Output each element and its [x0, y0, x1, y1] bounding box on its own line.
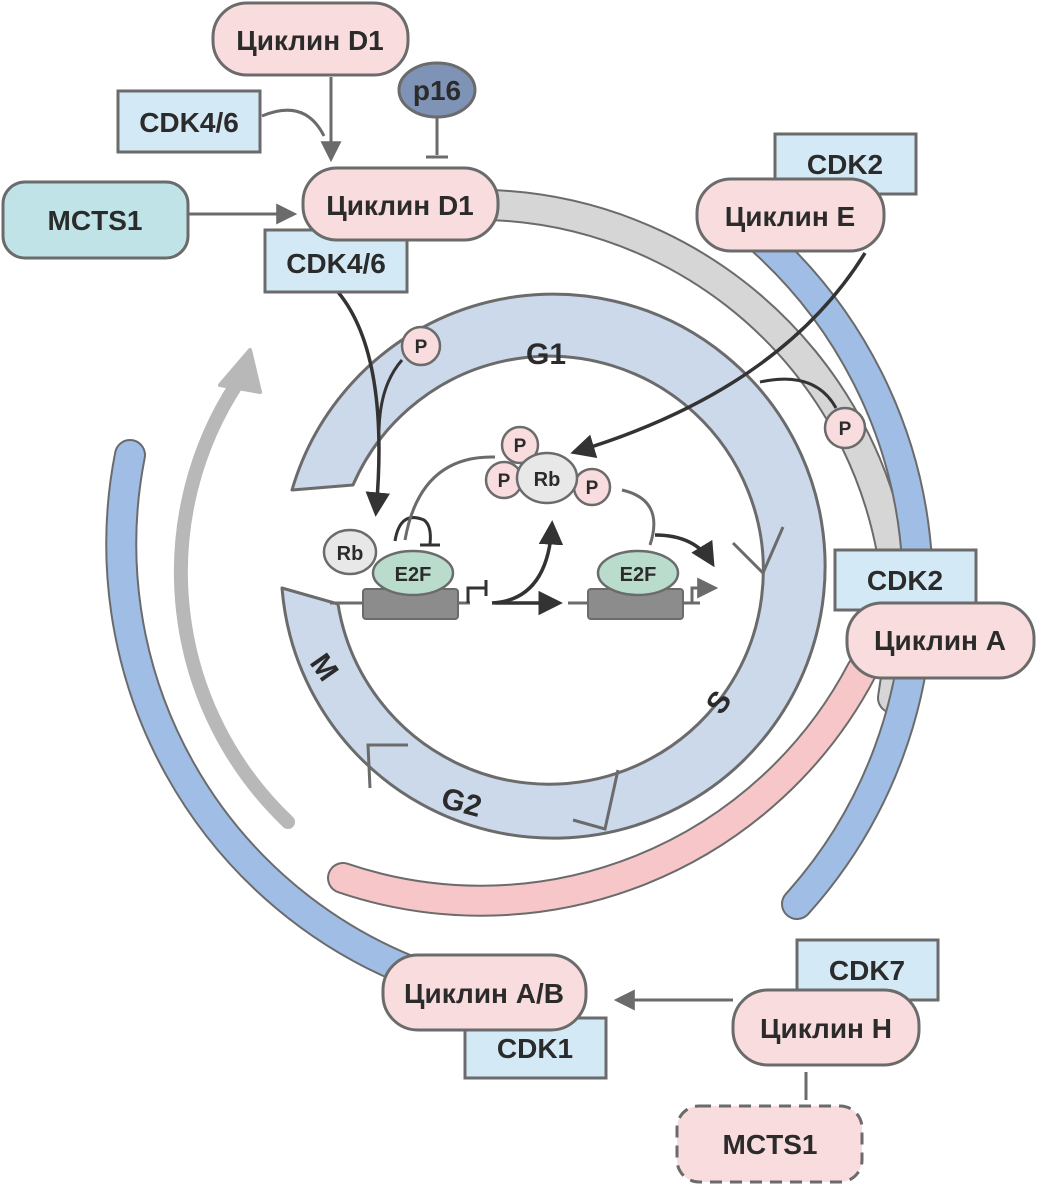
e2f-left [371, 549, 455, 597]
phospho-marker-g1-label: P [415, 337, 428, 358]
mcts1-dashed-box [675, 1104, 864, 1184]
boundary-g2-m [366, 743, 408, 789]
mcts1-dashed-label: MCTS1 [723, 1129, 818, 1160]
cyclin-d1-upstream [211, 1, 410, 77]
cdk1-track-fill [107, 441, 434, 989]
cdk1-label: CDK1 [497, 1033, 573, 1064]
arrow-cdk46-to-rb [336, 290, 390, 517]
phase-ring [280, 292, 827, 840]
e2f-right-label: E2F [620, 564, 657, 586]
cyclin-h-box [731, 988, 921, 1067]
arrow-e2f-activation [654, 533, 715, 568]
phase-label-g1: G1 [526, 338, 566, 371]
rb-bound-label: Rb [337, 543, 364, 565]
cdk46-complex-label: CDK4/6 [286, 248, 386, 279]
phospho-rb-p-top [500, 425, 540, 465]
e2f-left-label: E2F [395, 564, 432, 586]
phospho-rb-release-right [621, 488, 656, 546]
p16-label: p16 [413, 75, 461, 106]
cdk46-upstream-label: CDK4/6 [139, 107, 239, 138]
phospho-rb [515, 451, 579, 505]
phospho-marker-right-label: P [839, 419, 852, 440]
cycle-direction-arrow [173, 375, 295, 829]
cyclin-e-box [695, 177, 886, 253]
e2f-right [596, 549, 680, 597]
cyclin-a-box [845, 601, 1036, 680]
phospho-link-g1 [377, 359, 404, 431]
cyclin-ab-label: Циклин A/B [404, 978, 564, 1009]
cyclin-d-e-track-fill [476, 191, 913, 712]
cdk46-upstream [116, 89, 262, 154]
cycle-direction-arrowhead [218, 348, 262, 394]
cyclin-a-label: Циклин A [874, 625, 1006, 656]
cdk2-a-box [833, 548, 978, 612]
arrow-to-phospho-rb [491, 520, 564, 605]
mcts1-label: MCTS1 [48, 205, 143, 236]
phospho-rb-p-left-label: P [498, 471, 511, 492]
gene-right-promoter [690, 577, 719, 603]
cdk7-label: CDK7 [829, 955, 905, 986]
boundary-g1-s [731, 526, 785, 576]
cyclin-d1-complex-label: Циклин D1 [326, 190, 474, 221]
rb-bound [322, 528, 378, 576]
cyclin-a-track-fill [329, 656, 876, 915]
phospho-marker-right [823, 406, 867, 450]
p16 [397, 61, 477, 119]
phospho-rb-p-top-label: P [514, 436, 527, 457]
gene-left-promoter [466, 586, 486, 603]
phospho-rb-label: Rb [534, 469, 561, 491]
phospho-rb-p-right-label: P [586, 478, 599, 499]
rb-release-line [403, 455, 496, 541]
cdk2-e-label: CDK2 [807, 149, 883, 180]
phospho-marker-g1 [400, 325, 442, 367]
cdk2-a-label: CDK2 [867, 565, 943, 596]
rb-inhibition-curve [393, 516, 432, 545]
cyclin-e-label: Циклин E [725, 201, 855, 232]
cyclin-h-label: Циклин H [760, 1013, 892, 1044]
arrow-cdk46-joining [261, 108, 326, 137]
cyclin-ab-box [381, 953, 588, 1032]
cyclin-d1-upstream-label: Циклин D1 [236, 25, 384, 56]
boundary-s-g2 [572, 769, 620, 831]
cyclin-d1-complex [301, 166, 500, 242]
phospho-link-right [759, 377, 838, 409]
arrow-cyclin-e-to-rb [570, 252, 867, 459]
mcts1-box [1, 180, 190, 260]
